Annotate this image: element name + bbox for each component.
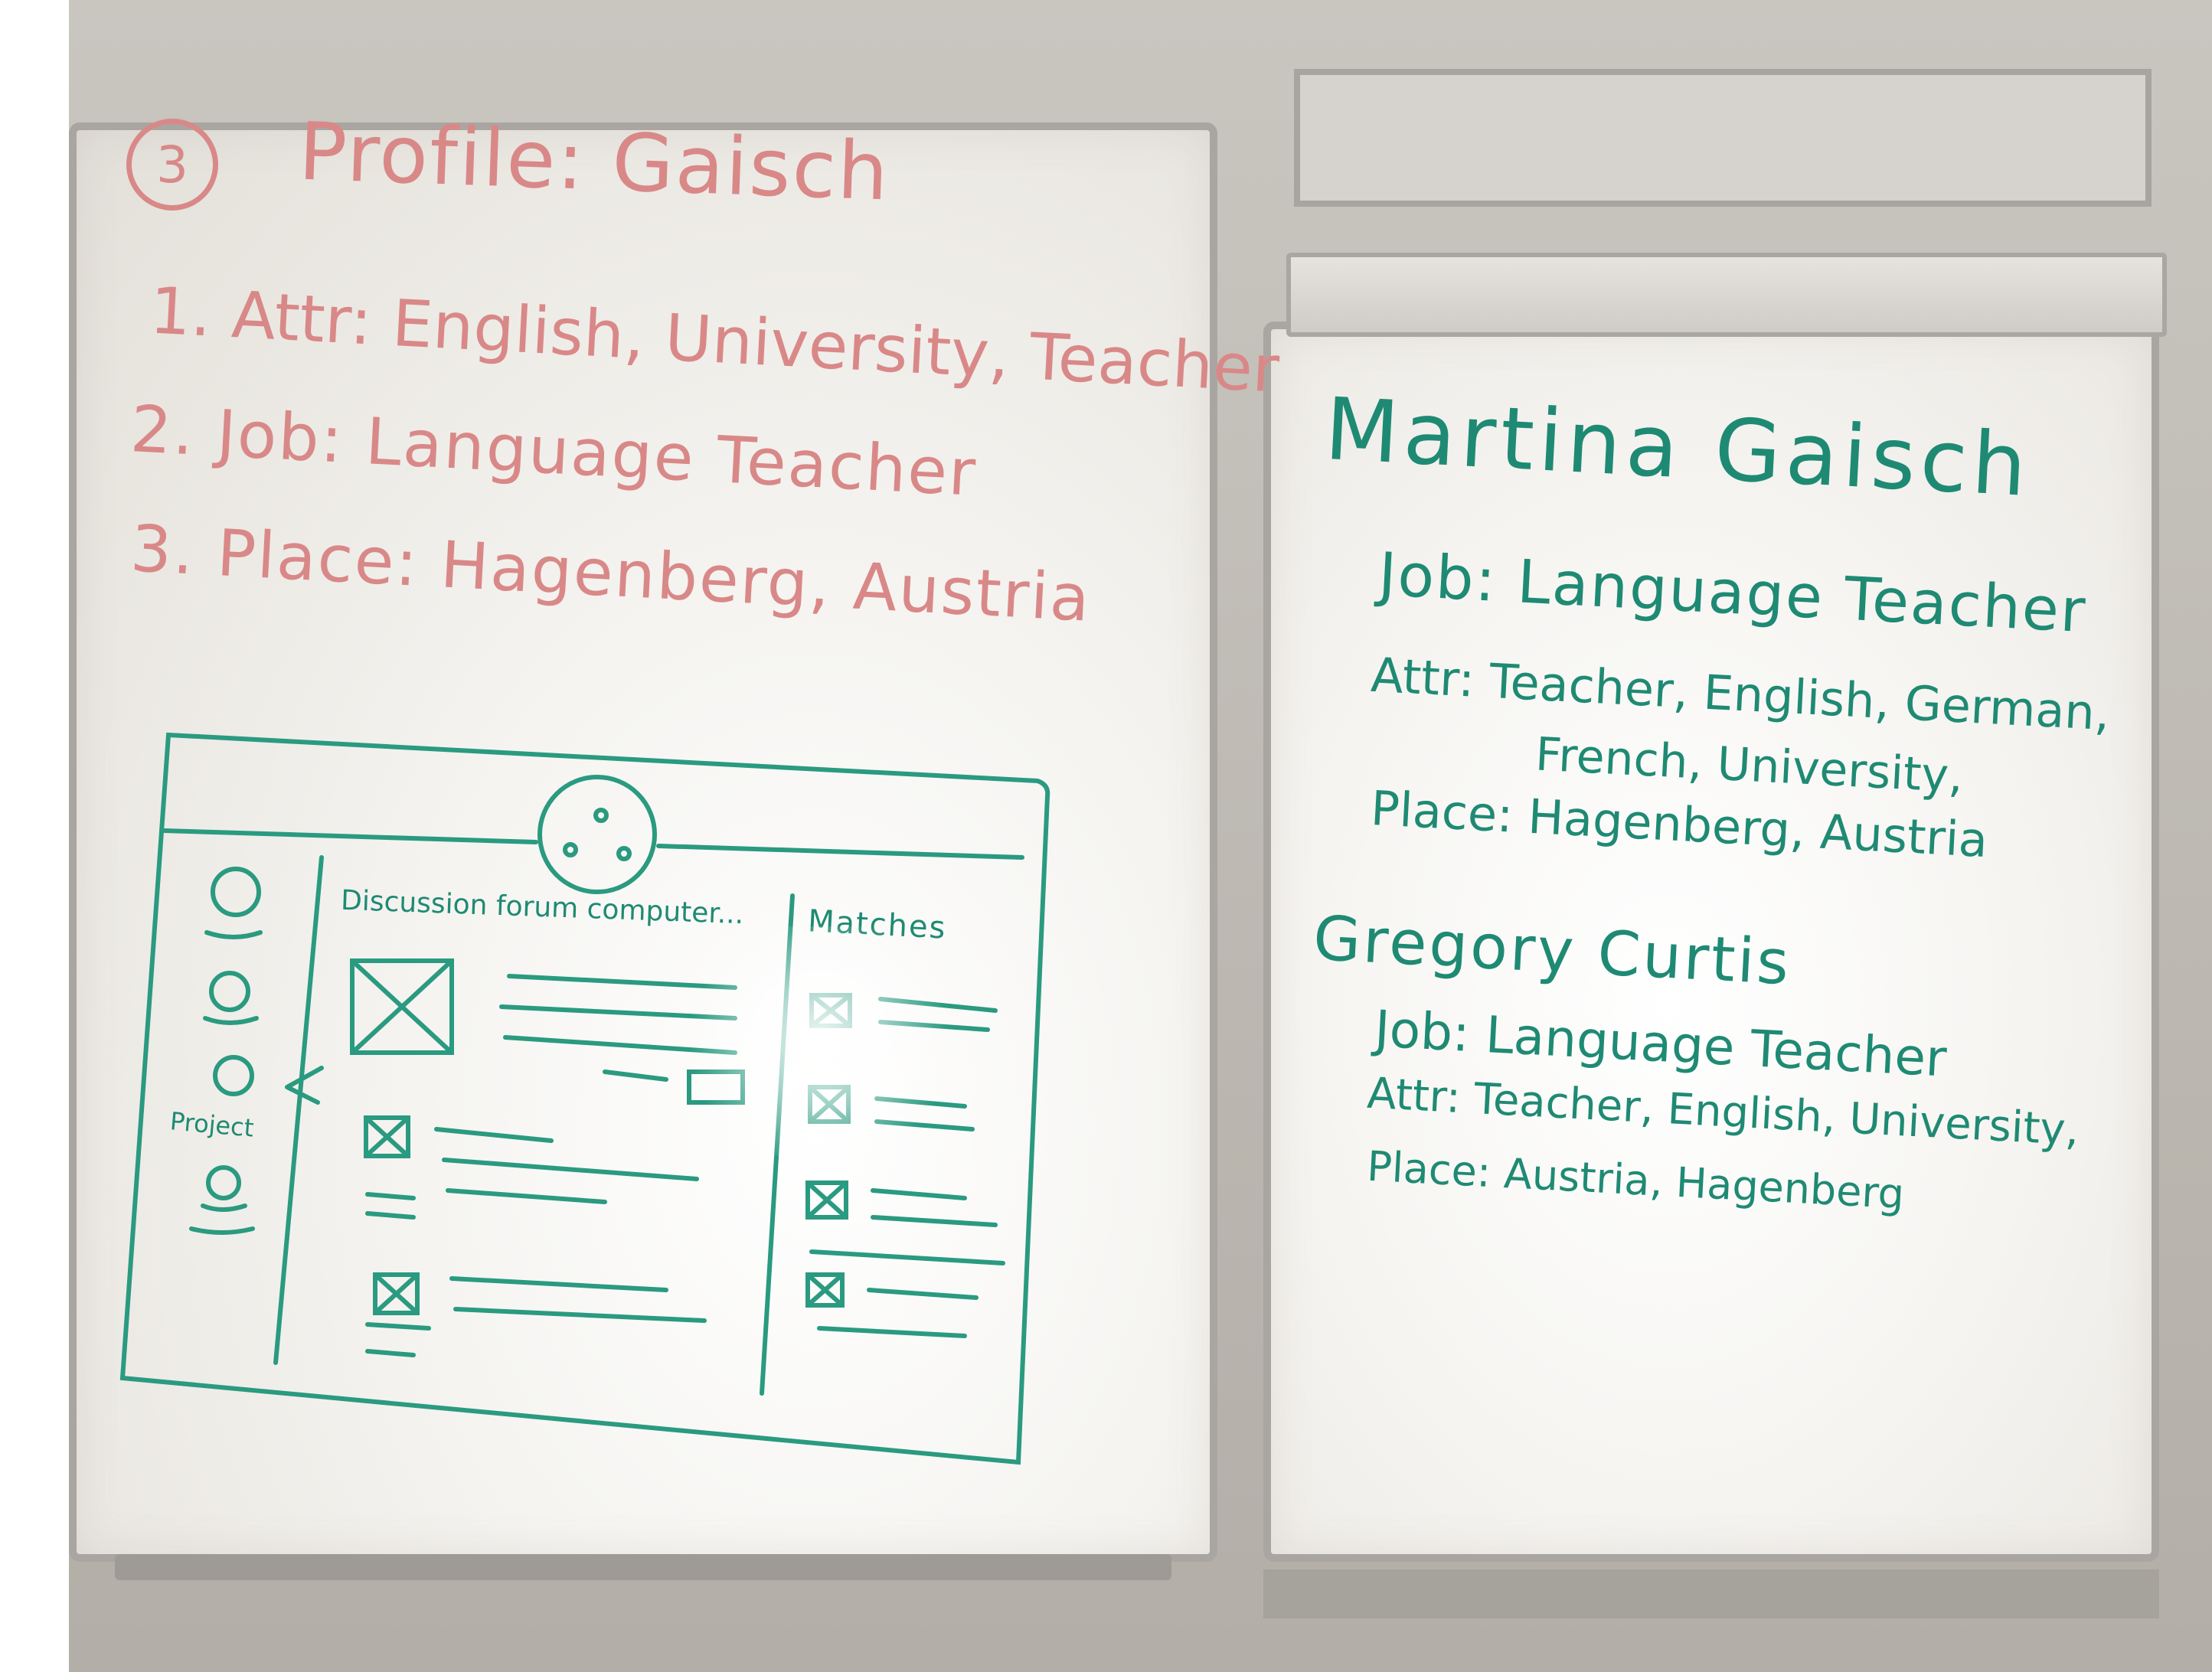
sidebar-avatar-icon	[209, 971, 250, 1012]
match-thumb-icon	[805, 1181, 848, 1220]
right-board-rail	[1294, 69, 2152, 207]
sidebar-avatar-icon	[213, 1055, 254, 1096]
right-whiteboard	[1263, 322, 2159, 1562]
match-thumb-icon	[805, 1272, 845, 1308]
right-board-header-bar	[1286, 253, 2167, 337]
left-marker-tray	[115, 1554, 1171, 1580]
right-marker-tray	[1263, 1569, 2159, 1618]
matches-header-label: Matches	[806, 903, 948, 946]
step-number-circle: 3	[126, 119, 218, 211]
logo-icon	[537, 775, 657, 894]
sidebar-avatar-icon	[211, 867, 261, 917]
step-number: 3	[156, 135, 188, 194]
feed-thumb-icon	[373, 1272, 420, 1315]
sketch-header-line	[162, 828, 1024, 860]
feed-image-icon	[350, 958, 454, 1055]
sketch-frame	[119, 732, 1050, 1465]
sidebar-divider	[273, 855, 324, 1365]
matches-divider	[760, 893, 795, 1396]
feed-thumb-icon	[364, 1115, 410, 1158]
sidebar-avatar-icon	[206, 1165, 241, 1200]
